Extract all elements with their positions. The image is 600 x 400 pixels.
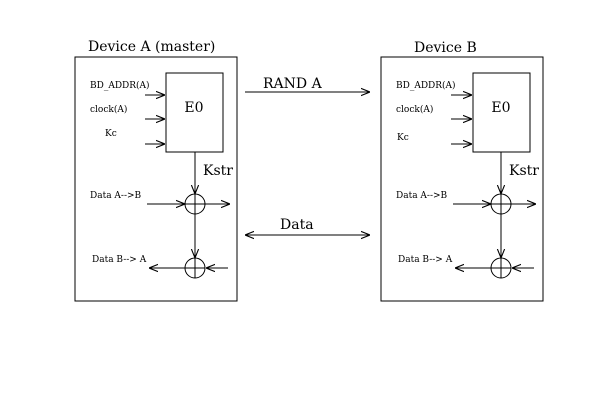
device-a-data-out-label: Data A-->B [90,191,142,201]
device-a-input-clock: clock(A) [90,104,127,115]
device-b-box [380,56,544,302]
device-a-data-in-label: Data B--> A [92,255,147,265]
device-b-xor-upper [490,193,512,215]
device-a-box [74,56,238,302]
device-a-input-bdaddr: BD_ADDR(A) [90,80,150,91]
device-b-kstr-label: Kstr [509,163,539,179]
device-a-input-kc: Kc [105,129,117,139]
device-b-xor-lower [490,257,512,279]
device-b-data-in-label: Data B--> A [398,255,453,265]
device-b-title: Device B [414,40,477,56]
device-a-xor-upper [184,193,206,215]
device-b-input-kc: Kc [397,133,409,143]
device-a-xor-lower [184,257,206,279]
device-a-title: Device A (master) [88,39,215,55]
device-b-e0-label: E0 [491,100,510,116]
device-a-kstr-label: Kstr [203,163,233,179]
device-b-input-bdaddr: BD_ADDR(A) [396,80,456,91]
rand-link-label: RAND A [263,76,323,92]
data-link-label: Data [280,217,314,233]
device-a-e0-label: E0 [184,100,203,116]
device-b-input-clock: clock(A) [396,104,433,115]
device-b-data-out-label: Data A-->B [396,191,448,201]
